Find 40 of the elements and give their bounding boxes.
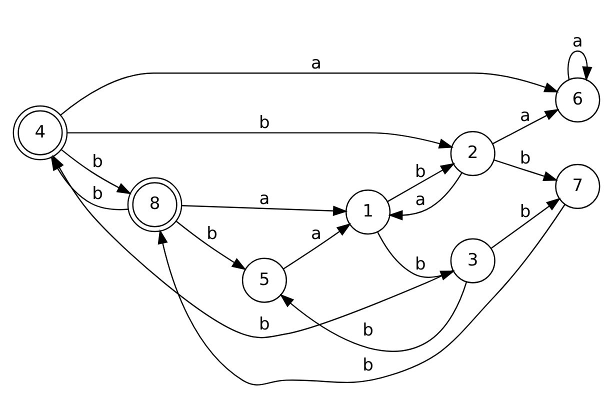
node-circle: 3: [450, 238, 496, 283]
edge-label: a: [520, 105, 530, 126]
arrow: [567, 50, 592, 81]
edge-label: a: [415, 189, 426, 210]
arrow: [283, 222, 352, 269]
edge-label: a: [572, 31, 583, 52]
edge-label: b: [92, 183, 103, 204]
edge-label: b: [259, 314, 270, 334]
edge-label: b: [520, 202, 531, 222]
arrow: [176, 220, 246, 270]
arrow: [60, 148, 132, 194]
arrow: [158, 204, 566, 385]
node-circle: 7: [555, 163, 600, 208]
arrow: [67, 132, 454, 148]
node-circle: 4: [12, 104, 68, 160]
node-circle: 2: [450, 130, 496, 176]
arrow: [60, 72, 559, 116]
arrow: [388, 172, 462, 220]
edge-label: b: [362, 320, 374, 340]
arrow: [280, 281, 468, 352]
edge-label: b: [415, 161, 426, 182]
arrow: [494, 159, 558, 181]
arrow: [492, 108, 560, 144]
edge-label: a: [311, 224, 322, 244]
node-circle: 8: [127, 176, 182, 232]
arrow: [387, 162, 456, 202]
node-circle: 1: [346, 188, 391, 234]
arrow: [52, 154, 454, 338]
edge-label: b: [362, 355, 374, 376]
edge-label: b: [92, 152, 103, 172]
edge-label: b: [206, 224, 218, 244]
arrow: [491, 197, 561, 248]
edge-label: a: [259, 188, 270, 208]
arrow: [182, 204, 348, 216]
edge-label: b: [520, 148, 531, 168]
edge-label: b: [259, 112, 270, 133]
node-circle: 5: [242, 257, 287, 302]
edge-label: b: [415, 254, 426, 274]
node-circle: 6: [555, 76, 600, 122]
edge-label: a: [311, 52, 322, 73]
